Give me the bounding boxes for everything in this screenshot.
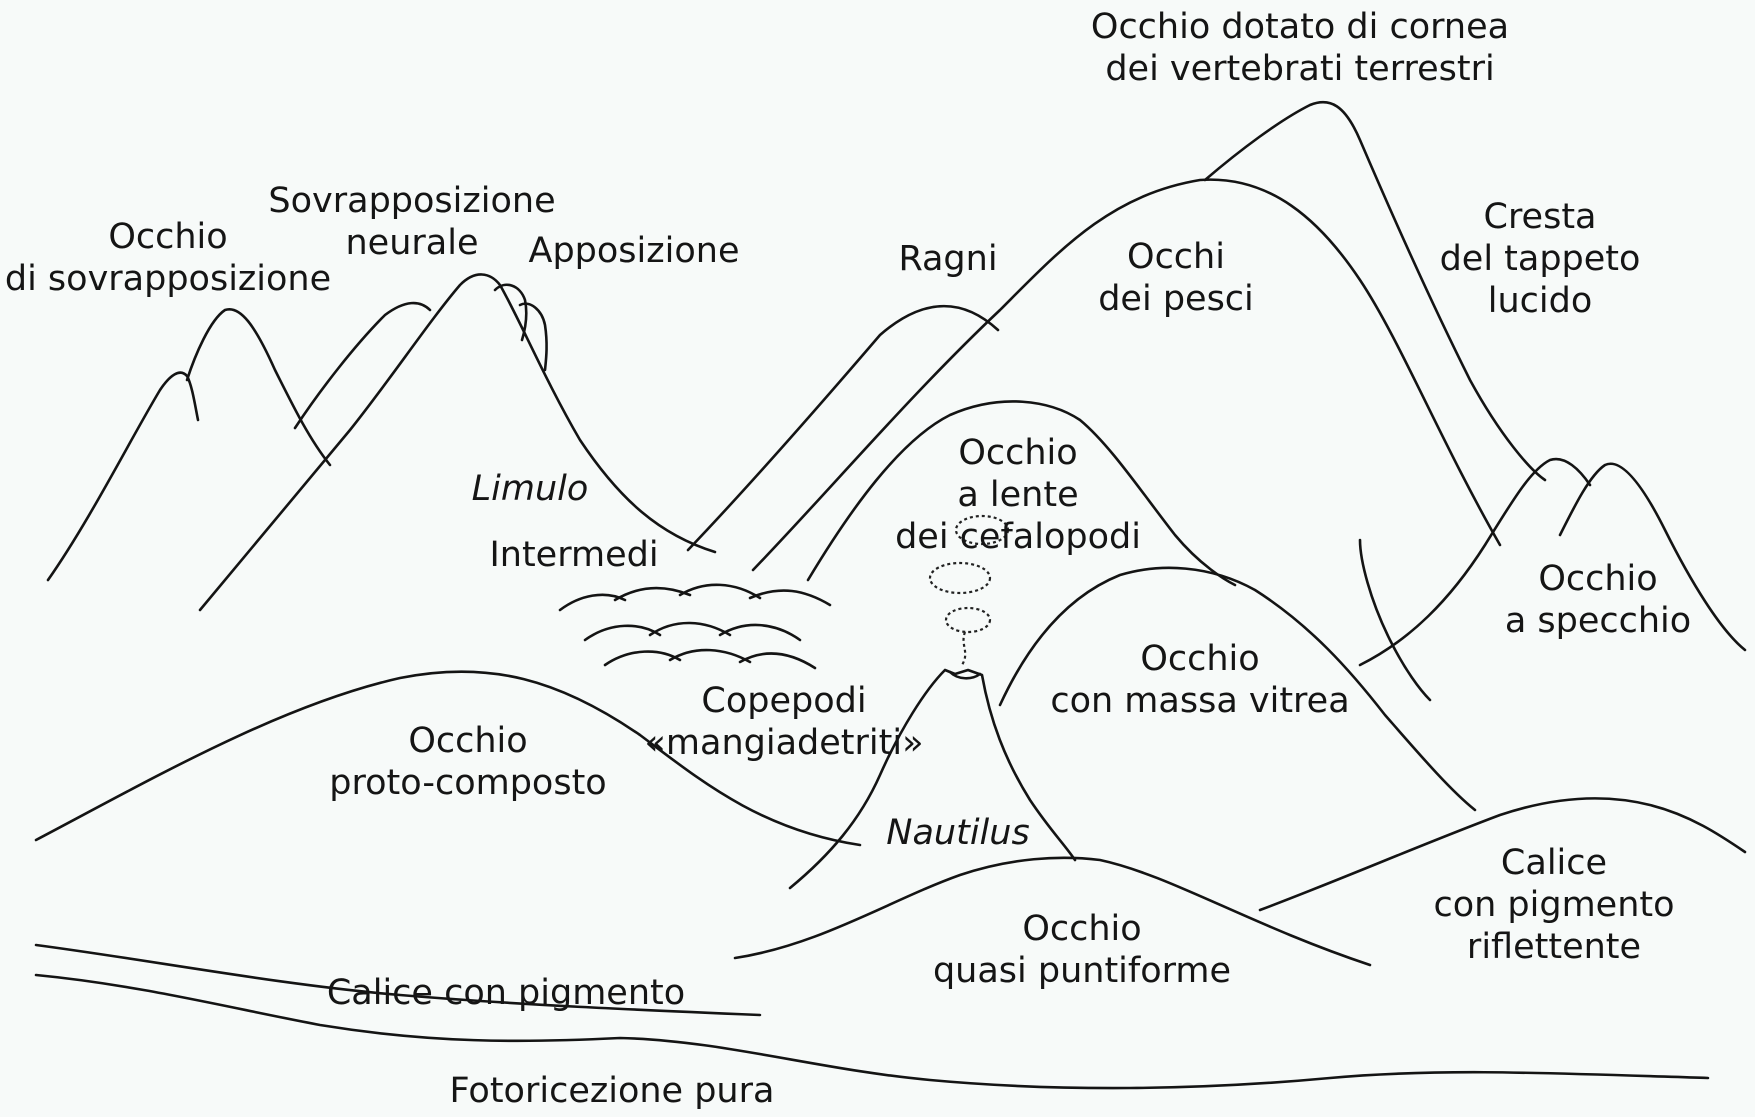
- label-neural-superposition: Sovrapposizione neurale: [268, 181, 556, 263]
- label-tapetum-ridge: Cresta del tappeto lucido: [1439, 197, 1641, 321]
- apposition-knob-2: [518, 302, 548, 372]
- label-vertebrate-cornea-eye: Occhio dotato di cornea dei vertebrati t…: [1090, 7, 1510, 89]
- hill-proto-compound: [34, 670, 862, 847]
- ridge-pure-photoreception: [34, 973, 1710, 1090]
- hill-cephalopod-lens: [806, 400, 1237, 587]
- label-proto-compound-eye: Occhio proto-composto: [329, 721, 607, 803]
- label-spiders: Ragni: [898, 239, 998, 279]
- mirror-eye-peak: [1558, 462, 1747, 652]
- hill-spiders: [686, 304, 1000, 552]
- hill-mirror-eye: [1358, 457, 1592, 667]
- label-mirror-eye: Occhio a specchio: [1504, 559, 1692, 641]
- ridge-pigment-cup: [34, 943, 762, 1017]
- hill-pinhole-like: [733, 856, 1372, 967]
- label-apposition: Apposizione: [528, 231, 740, 271]
- label-vitreous-mass-eye: Occhio con massa vitrea: [1050, 639, 1350, 721]
- hill-nautilus: [788, 668, 1077, 890]
- copepod-scales: [558, 583, 832, 670]
- nautilus-crater: [948, 670, 982, 680]
- peak-superposition: [185, 307, 332, 467]
- nautilus-swirl: [928, 514, 1010, 666]
- hill-neural: [293, 301, 432, 430]
- apposition-knob: [493, 283, 528, 342]
- label-reflective-pigment-cup: Calice con pigmento riflettente: [1433, 843, 1675, 967]
- label-pure-photoreception: Fotoricezione pura: [449, 1071, 775, 1111]
- hill-fish-eyes: [751, 178, 1502, 572]
- label-intermediates: Intermedi: [489, 535, 659, 575]
- label-cephalopod-lens-eye: Occhio a lente dei cefalopodi: [895, 433, 1141, 557]
- peak-neural: [198, 273, 717, 612]
- hill-vitreous-mass: [998, 566, 1477, 812]
- label-limulus: Limulo: [471, 469, 589, 509]
- label-fish-eyes: Occhi dei pesci: [1098, 237, 1254, 319]
- label-nautilus: Nautilus: [886, 813, 1030, 853]
- label-superposition-eye: Occhio di sovrapposizione: [4, 217, 332, 299]
- slope-tapetum: [1358, 538, 1432, 702]
- label-pigment-cup: Calice con pigmento: [326, 973, 686, 1013]
- label-copepods: Copepodi «mangiadetriti»: [644, 681, 924, 763]
- hill-superposition: [46, 371, 200, 582]
- hill-reflective-cup: [1258, 797, 1747, 912]
- peak-vertebrate-cornea: [1203, 100, 1547, 482]
- label-pinhole-like-eye: Occhio quasi puntiforme: [932, 909, 1232, 991]
